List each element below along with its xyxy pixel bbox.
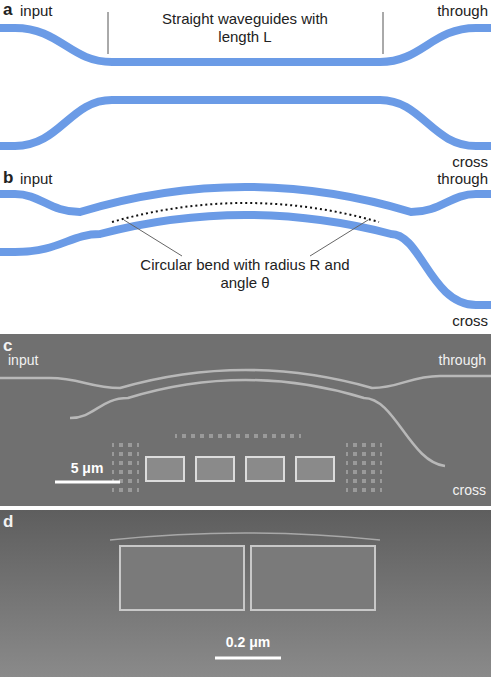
port-label: cross <box>452 312 488 330</box>
dot-grid <box>112 440 139 494</box>
panel-letter: a <box>3 0 12 20</box>
port-label: input <box>20 170 53 188</box>
scale-bar <box>55 481 120 484</box>
port-label: through <box>437 170 488 188</box>
test-pad <box>146 457 184 481</box>
port-label: input <box>8 352 38 369</box>
sem-image <box>0 334 491 506</box>
annotation: Circular bend with radius R and angle θ <box>140 256 350 292</box>
panel-letter: b <box>3 168 13 188</box>
test-pad <box>296 457 334 481</box>
test-pad <box>196 457 234 481</box>
scale-label: 0.2 μm <box>226 634 270 651</box>
dot-grid <box>346 440 382 494</box>
waveguide <box>0 100 491 146</box>
sem-image <box>0 510 491 677</box>
test-pad <box>246 457 284 481</box>
scale-bar <box>215 657 281 660</box>
dot-grid <box>175 434 301 443</box>
waveguide-cross-section <box>120 546 244 610</box>
panel-letter: d <box>3 512 13 532</box>
waveguide-cross-section <box>251 546 375 610</box>
cladding-edge <box>110 533 380 540</box>
bend-arc <box>112 203 379 222</box>
scale-label: 5 μm <box>71 460 104 477</box>
port-label: cross <box>453 482 486 499</box>
port-label: through <box>437 2 488 20</box>
annotation: Straight waveguides with length L <box>150 10 340 46</box>
length-marker <box>383 12 384 54</box>
port-label: input <box>20 2 53 20</box>
waveguide <box>0 187 491 212</box>
port-label: cross <box>452 153 488 171</box>
port-label: through <box>439 352 486 369</box>
length-marker <box>108 12 109 54</box>
waveguide <box>0 215 491 305</box>
leader-line <box>310 220 368 256</box>
leader-line <box>124 220 182 256</box>
